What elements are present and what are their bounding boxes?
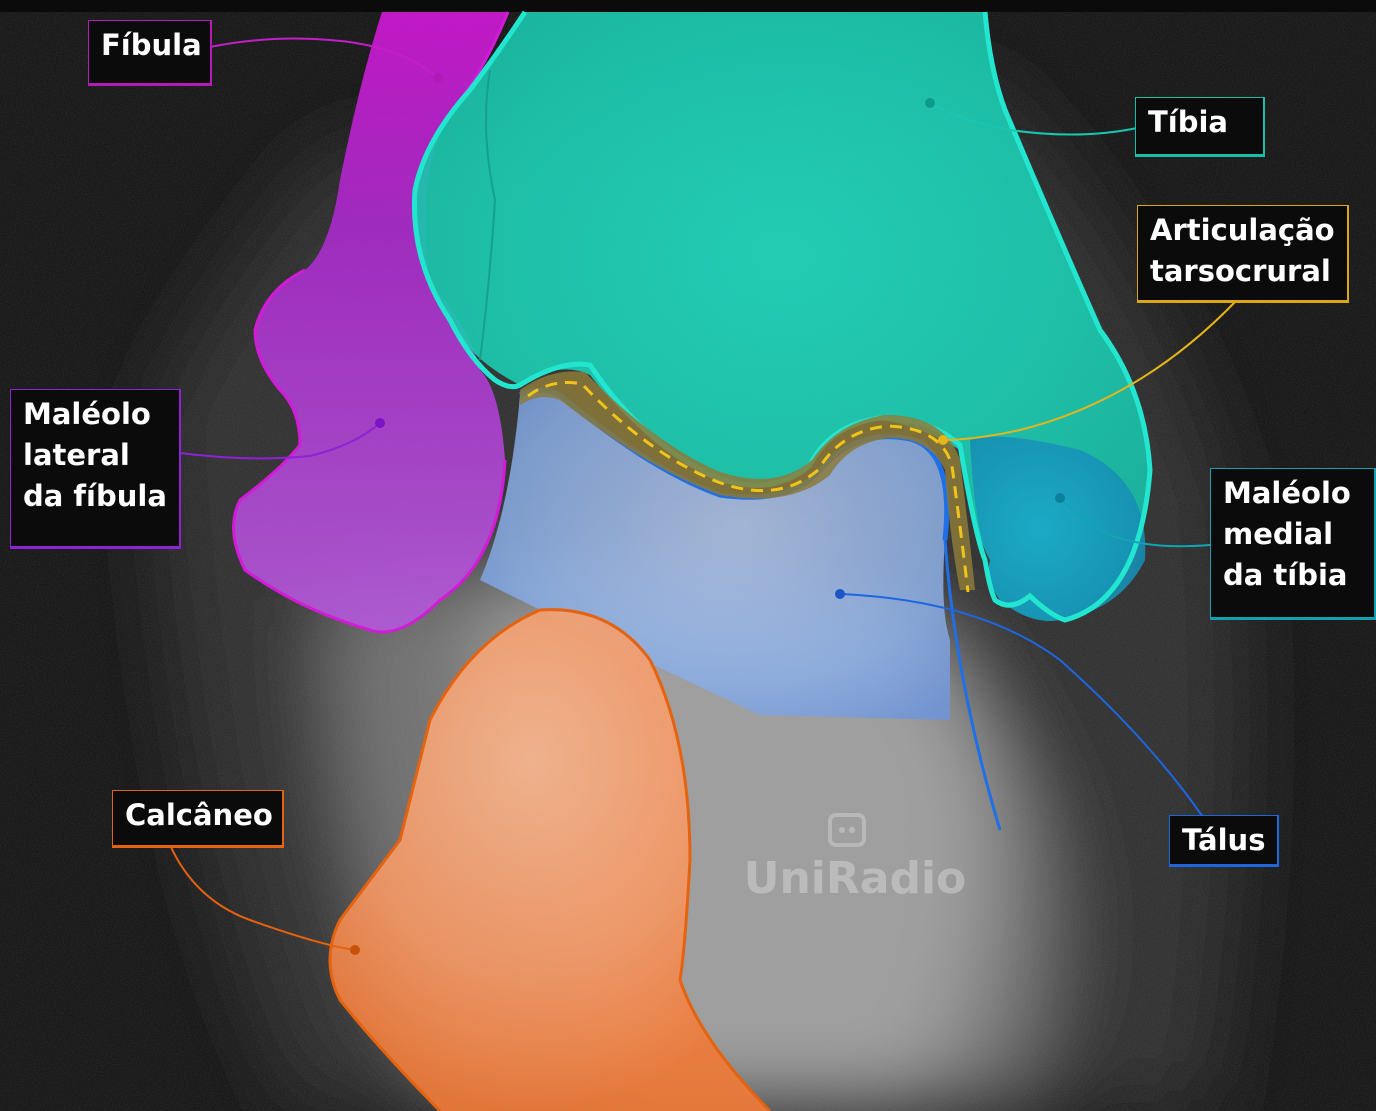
calcaneus-dot [350,945,360,955]
joint-label-line-1: Articulação [1150,210,1335,251]
lateral-malleolus-label-line-1: Maléolo [23,394,167,435]
joint-dot [938,435,948,445]
tibia-dot [925,98,935,108]
fibula-label: Fíbula [88,20,212,86]
lateral-malleolus-dot [375,418,385,428]
calcaneus-label-line: Calcâneo [125,795,270,836]
medial-malleolus-label: Maléolo medial da tíbia [1210,468,1376,620]
watermark-text: UniRadio [744,853,967,904]
medial-malleolus-dot [1055,493,1065,503]
lateral-malleolus-label-line-2: lateral [23,435,167,476]
joint-label-line-2: tarsocrural [1150,251,1335,292]
talus-dot [835,589,845,599]
tarsocrural-joint-label: Articulação tarsocrural [1137,205,1349,303]
fibula-dot [433,73,443,83]
medial-malleolus-label-line-2: medial [1223,514,1362,555]
tibia-label-line: Tíbia [1148,102,1251,143]
lateral-malleolus-label-line-3: da fíbula [23,476,167,517]
talus-label: Tálus [1169,815,1279,867]
medial-malleolus-label-line-3: da tíbia [1223,555,1362,596]
calcaneus-label: Calcâneo [112,790,284,848]
medial-malleolus-label-line-1: Maléolo [1223,473,1362,514]
talus-label-line: Tálus [1182,820,1265,861]
tibia-label: Tíbia [1135,97,1265,157]
lateral-malleolus-label: Maléolo lateral da fíbula [10,389,181,549]
fibula-label-line: Fíbula [101,25,198,66]
